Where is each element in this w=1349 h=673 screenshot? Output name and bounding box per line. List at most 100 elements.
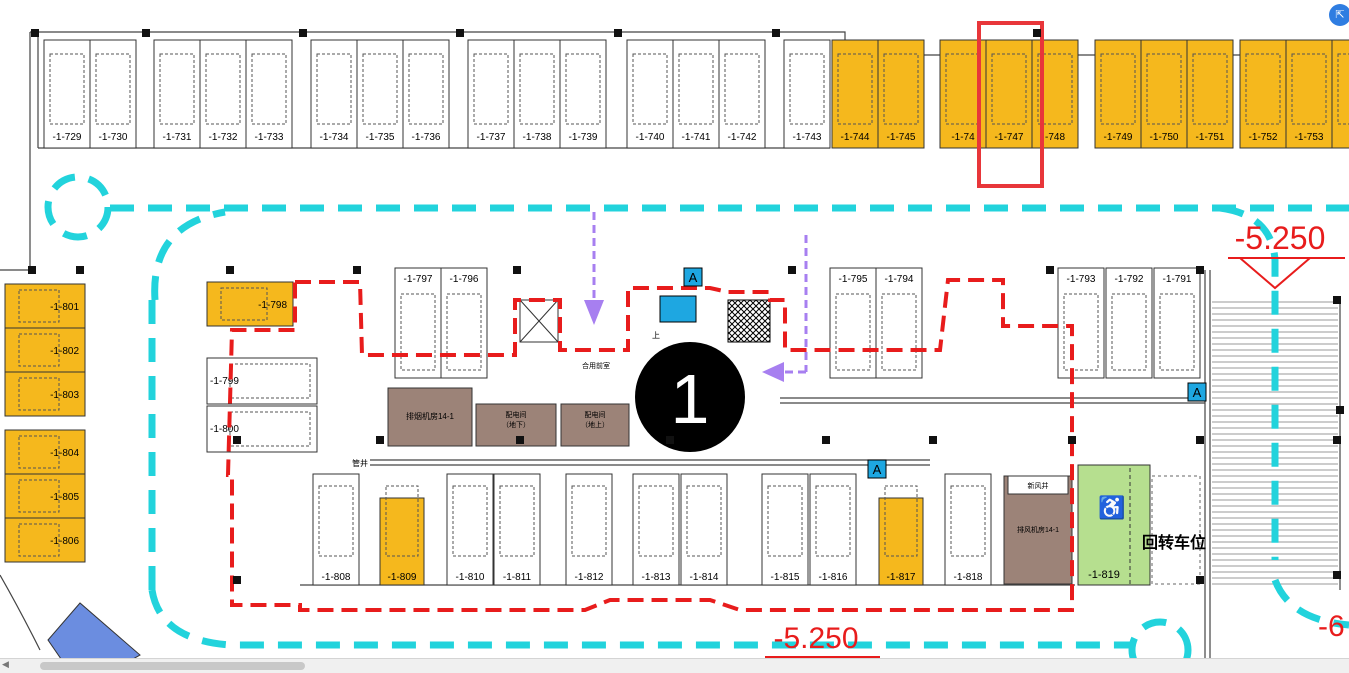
parking-slot-label: -1-809	[388, 572, 417, 583]
horizontal-scrollbar[interactable]: ◀	[0, 658, 1349, 673]
parking-slot[interactable]: -1-747	[986, 40, 1032, 148]
parking-slot[interactable]: -1-791	[1154, 268, 1200, 378]
parking-slot[interactable]: -1-793	[1058, 268, 1104, 378]
parking-slot-label: -1-796	[450, 274, 479, 285]
parking-slot[interactable]: -1-741	[673, 40, 719, 148]
column-marker	[376, 436, 384, 444]
parking-slot-label: -1-806	[50, 536, 79, 547]
column-marker	[614, 29, 622, 37]
parking-slot[interactable]: -1-806	[5, 518, 85, 562]
column-marker	[233, 436, 241, 444]
parking-slot[interactable]: -1-801	[5, 284, 85, 328]
elevation-right: -5.250	[1235, 220, 1326, 256]
parking-slot[interactable]: -1-742	[719, 40, 765, 148]
column-marker	[456, 29, 464, 37]
parking-slot[interactable]: -1-803	[5, 372, 85, 416]
parking-slot[interactable]: -1-750	[1141, 40, 1187, 148]
parking-slot[interactable]: -1-794	[876, 268, 922, 378]
top-parking-row: -1-729 -1-730 -1-731 -1-732 -1-733 -1-734 -1-7…	[44, 40, 1349, 148]
column-marker	[31, 29, 39, 37]
marker-number: 1	[671, 360, 710, 438]
parking-slot[interactable]: -1-737	[468, 40, 514, 148]
parking-slot-label: -1-795	[839, 274, 868, 285]
parking-slot-label: -1-799	[210, 376, 239, 387]
parking-slot[interactable]: -1-738	[514, 40, 560, 148]
parking-slot-label: -1-810	[456, 572, 485, 583]
parking-slot[interactable]: -1-729	[44, 40, 90, 148]
parking-slot[interactable]: -1-753	[1286, 40, 1332, 148]
column-marker	[513, 266, 521, 274]
turn-space-box	[1152, 476, 1200, 584]
parking-slot[interactable]: -1-800	[207, 406, 317, 452]
column-marker	[1196, 436, 1204, 444]
parking-slot-label: -1-730	[99, 132, 128, 143]
column-marker	[226, 266, 234, 274]
parking-slot[interactable]: -1-792	[1106, 268, 1152, 378]
parking-slot[interactable]: -1-804	[5, 430, 85, 474]
parking-slot[interactable]: -1-797	[395, 268, 441, 378]
parking-slot[interactable]: -1-814	[681, 474, 727, 585]
elevation-bottom: -5.250	[773, 622, 858, 655]
parking-slot[interactable]: -1-808	[313, 474, 359, 585]
parking-slot[interactable]: -1-749	[1095, 40, 1141, 148]
middle-left-stack: -1-798 -1-799 -1-800	[207, 282, 317, 452]
parking-slot-label: -1-753	[1295, 132, 1324, 143]
parking-slot-label: -1-740	[636, 132, 665, 143]
parking-slot[interactable]: -1-743	[784, 40, 830, 148]
accessible-slot[interactable]: ♿ -1-819	[1078, 465, 1150, 585]
door-tag: 管井	[352, 458, 368, 468]
parking-slot[interactable]: -1-730	[90, 40, 136, 148]
parking-slot-label: -1-735	[366, 132, 395, 143]
parking-slot[interactable]: -1-731	[154, 40, 200, 148]
parking-slot[interactable]: -1-740	[627, 40, 673, 148]
parking-slot[interactable]: -1-732	[200, 40, 246, 148]
parking-slot-box	[810, 474, 856, 585]
parking-slot[interactable]: -1-751	[1187, 40, 1233, 148]
parking-slot[interactable]: -1-744	[832, 40, 878, 148]
parking-slot[interactable]: -1-752	[1240, 40, 1286, 148]
parking-slot[interactable]: -1-733	[246, 40, 292, 148]
scrollbar-thumb[interactable]	[40, 662, 305, 670]
southwest-curve	[0, 575, 40, 650]
parking-slot[interactable]: -1-810	[447, 474, 493, 585]
parking-slot[interactable]: -1-809	[380, 486, 424, 585]
column-marker	[1196, 576, 1204, 584]
parking-slot[interactable]: -1-805	[5, 474, 85, 518]
parking-slot-label: -1-732	[209, 132, 238, 143]
parking-slot-label: -1-801	[50, 302, 79, 313]
parking-slot[interactable]: -1-817	[879, 486, 923, 585]
room-exhaust-fan-label: 排风机房14-1	[1017, 525, 1059, 534]
parking-slot[interactable]: -1-739	[560, 40, 606, 148]
parking-slot[interactable]: -1-815	[762, 474, 808, 585]
acc-icon-3-label: A	[873, 462, 882, 477]
parking-slot[interactable]: -1-802	[5, 328, 85, 372]
parking-slot-label: -1-804	[50, 448, 79, 459]
parking-slot-label: -1-731	[163, 132, 192, 143]
parking-slot[interactable]: -1-818	[945, 474, 991, 585]
parking-slot[interactable]: -1-811	[494, 474, 540, 585]
parking-slot[interactable]: -1-735	[357, 40, 403, 148]
parking-slot[interactable]: -1-798	[207, 282, 293, 326]
parking-slot[interactable]: -1-812	[566, 474, 612, 585]
parking-slot[interactable]: -1-	[1332, 40, 1349, 148]
parking-slot[interactable]: -1-799	[207, 358, 317, 404]
scroll-left-arrow-icon[interactable]: ◀	[2, 660, 9, 670]
parking-slot-box	[447, 474, 493, 585]
parking-slot-label: -1-750	[1150, 132, 1179, 143]
parking-slot[interactable]: -1-734	[311, 40, 357, 148]
parking-slot[interactable]: -1-745	[878, 40, 924, 148]
parking-slot-label: -1-741	[682, 132, 711, 143]
parking-slot[interactable]: -1-816	[810, 474, 856, 585]
parking-slot[interactable]: -1-736	[403, 40, 449, 148]
corner-toolbar-button[interactable]: ⇱	[1329, 4, 1349, 26]
parking-slot-label: -1-743	[793, 132, 822, 143]
column-marker	[1333, 436, 1341, 444]
parking-slot[interactable]: -1-796	[441, 268, 487, 378]
parking-slot[interactable]: -1-795	[830, 268, 876, 378]
parking-slot-label: -1-816	[819, 572, 848, 583]
parking-slot-label: -1-729	[53, 132, 82, 143]
parking-slot-label: -1-813	[642, 572, 671, 583]
parking-slot[interactable]: -748	[1032, 40, 1078, 148]
column-marker	[142, 29, 150, 37]
parking-slot[interactable]: -1-813	[633, 474, 679, 585]
